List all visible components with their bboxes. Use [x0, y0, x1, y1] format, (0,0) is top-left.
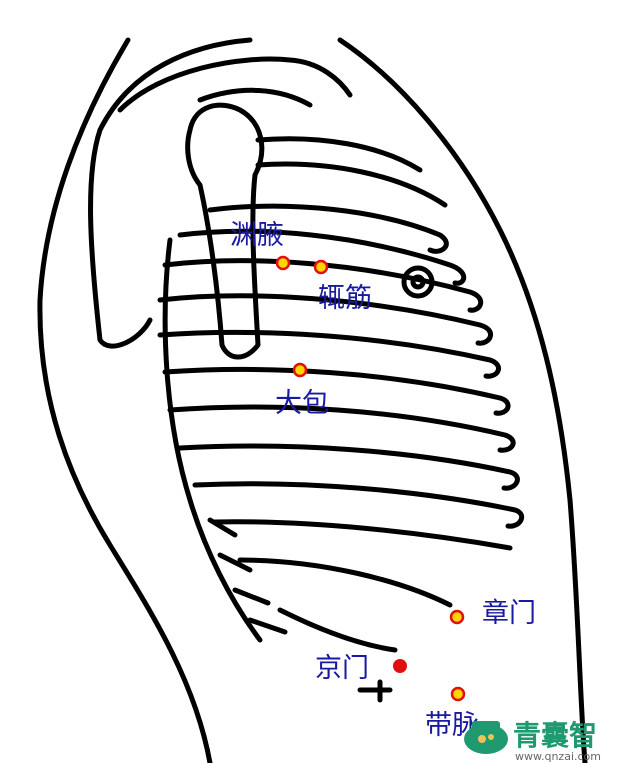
acupoint-jingmen [393, 659, 407, 673]
rib-4 [177, 228, 467, 286]
rib-3 [207, 203, 449, 254]
body-outline [37, 37, 213, 763]
rib-9 [167, 404, 516, 453]
rib-7 [157, 329, 501, 379]
clavicle [197, 87, 313, 108]
rib-1 [255, 136, 423, 173]
acupoint-zhangmen [449, 609, 465, 625]
vertebra-1 [207, 517, 238, 538]
lower-rib [237, 557, 453, 608]
label-jingmen: 京门 [315, 653, 369, 684]
label-zhejin: 辄筋 [318, 283, 372, 314]
rib-2 [255, 161, 448, 208]
arm-outline [88, 37, 253, 349]
lumbar-line [277, 607, 398, 653]
rib-6 [157, 293, 493, 346]
back-outline [337, 37, 588, 763]
shoulder-arc [117, 56, 353, 113]
nipple-center [410, 274, 426, 290]
label-dabao: 大包 [275, 388, 329, 419]
acupoint-yuanye [275, 255, 291, 271]
acupoint-zhejin [313, 259, 329, 275]
vertebra-4 [247, 617, 288, 635]
label-zhangmen: 章门 [482, 598, 536, 629]
rib-12 [212, 519, 513, 551]
nipple-mark [401, 265, 435, 299]
spine [162, 237, 263, 643]
rib-5 [162, 258, 484, 313]
vertebra-2 [217, 552, 253, 573]
acupoint-dabao [292, 362, 308, 378]
rib-11 [192, 481, 525, 529]
rib-10 [177, 443, 520, 491]
acupoint-daimai [450, 686, 466, 702]
watermark-logo-icon [464, 721, 508, 754]
vertebra-3 [232, 587, 271, 606]
rib-8 [162, 366, 511, 416]
acupoint-group [275, 255, 466, 702]
watermark-brand: 青囊智 [513, 719, 598, 752]
label-yuanye: 渊腋 [230, 220, 284, 251]
watermark-url: www.qnzai.com [515, 750, 601, 763]
hip-tick [357, 679, 393, 703]
